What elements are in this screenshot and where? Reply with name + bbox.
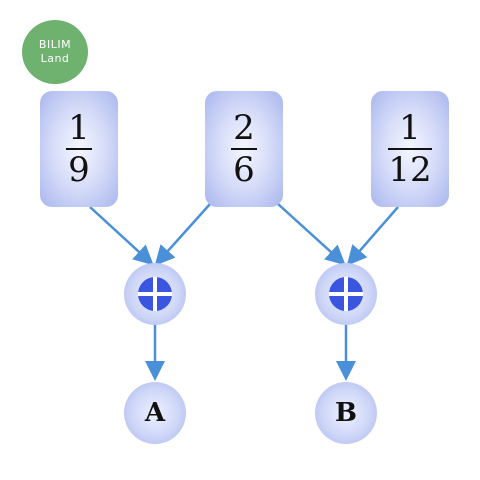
add-operator-1 (124, 263, 186, 325)
fraction-card-2: 2 6 (205, 91, 283, 207)
logo-text-line2: Land (40, 52, 70, 65)
plus-icon (329, 277, 363, 311)
denominator: 12 (388, 150, 432, 190)
arrow-frac3-to-op2 (346, 206, 399, 266)
denominator: 6 (233, 150, 255, 190)
fraction-bar (66, 148, 92, 150)
arrow-frac2-to-op1 (154, 203, 211, 266)
fraction-bar (388, 148, 432, 150)
numerator: 1 (68, 108, 90, 148)
result-b-label: B (335, 398, 357, 428)
fraction-card-1: 1 9 (40, 91, 118, 207)
numerator: 1 (399, 108, 421, 148)
fraction-1: 1 9 (66, 110, 92, 188)
result-a-label: A (144, 398, 166, 428)
fraction-2: 2 6 (231, 110, 257, 188)
arrow-frac2-to-op2 (277, 203, 346, 266)
logo-text-line1: BILIM (38, 38, 72, 51)
fraction-bar (231, 148, 257, 150)
arrow-frac1-to-op1 (89, 206, 154, 266)
bilim-land-logo: BILIM Land (22, 20, 88, 84)
denominator: 9 (68, 150, 90, 190)
fraction-3: 1 12 (388, 108, 432, 190)
add-operator-2 (315, 263, 377, 325)
plus-icon (138, 277, 172, 311)
numerator: 2 (233, 108, 255, 148)
fraction-card-3: 1 12 (371, 91, 449, 207)
result-b: B (315, 382, 377, 444)
result-a: A (124, 382, 186, 444)
